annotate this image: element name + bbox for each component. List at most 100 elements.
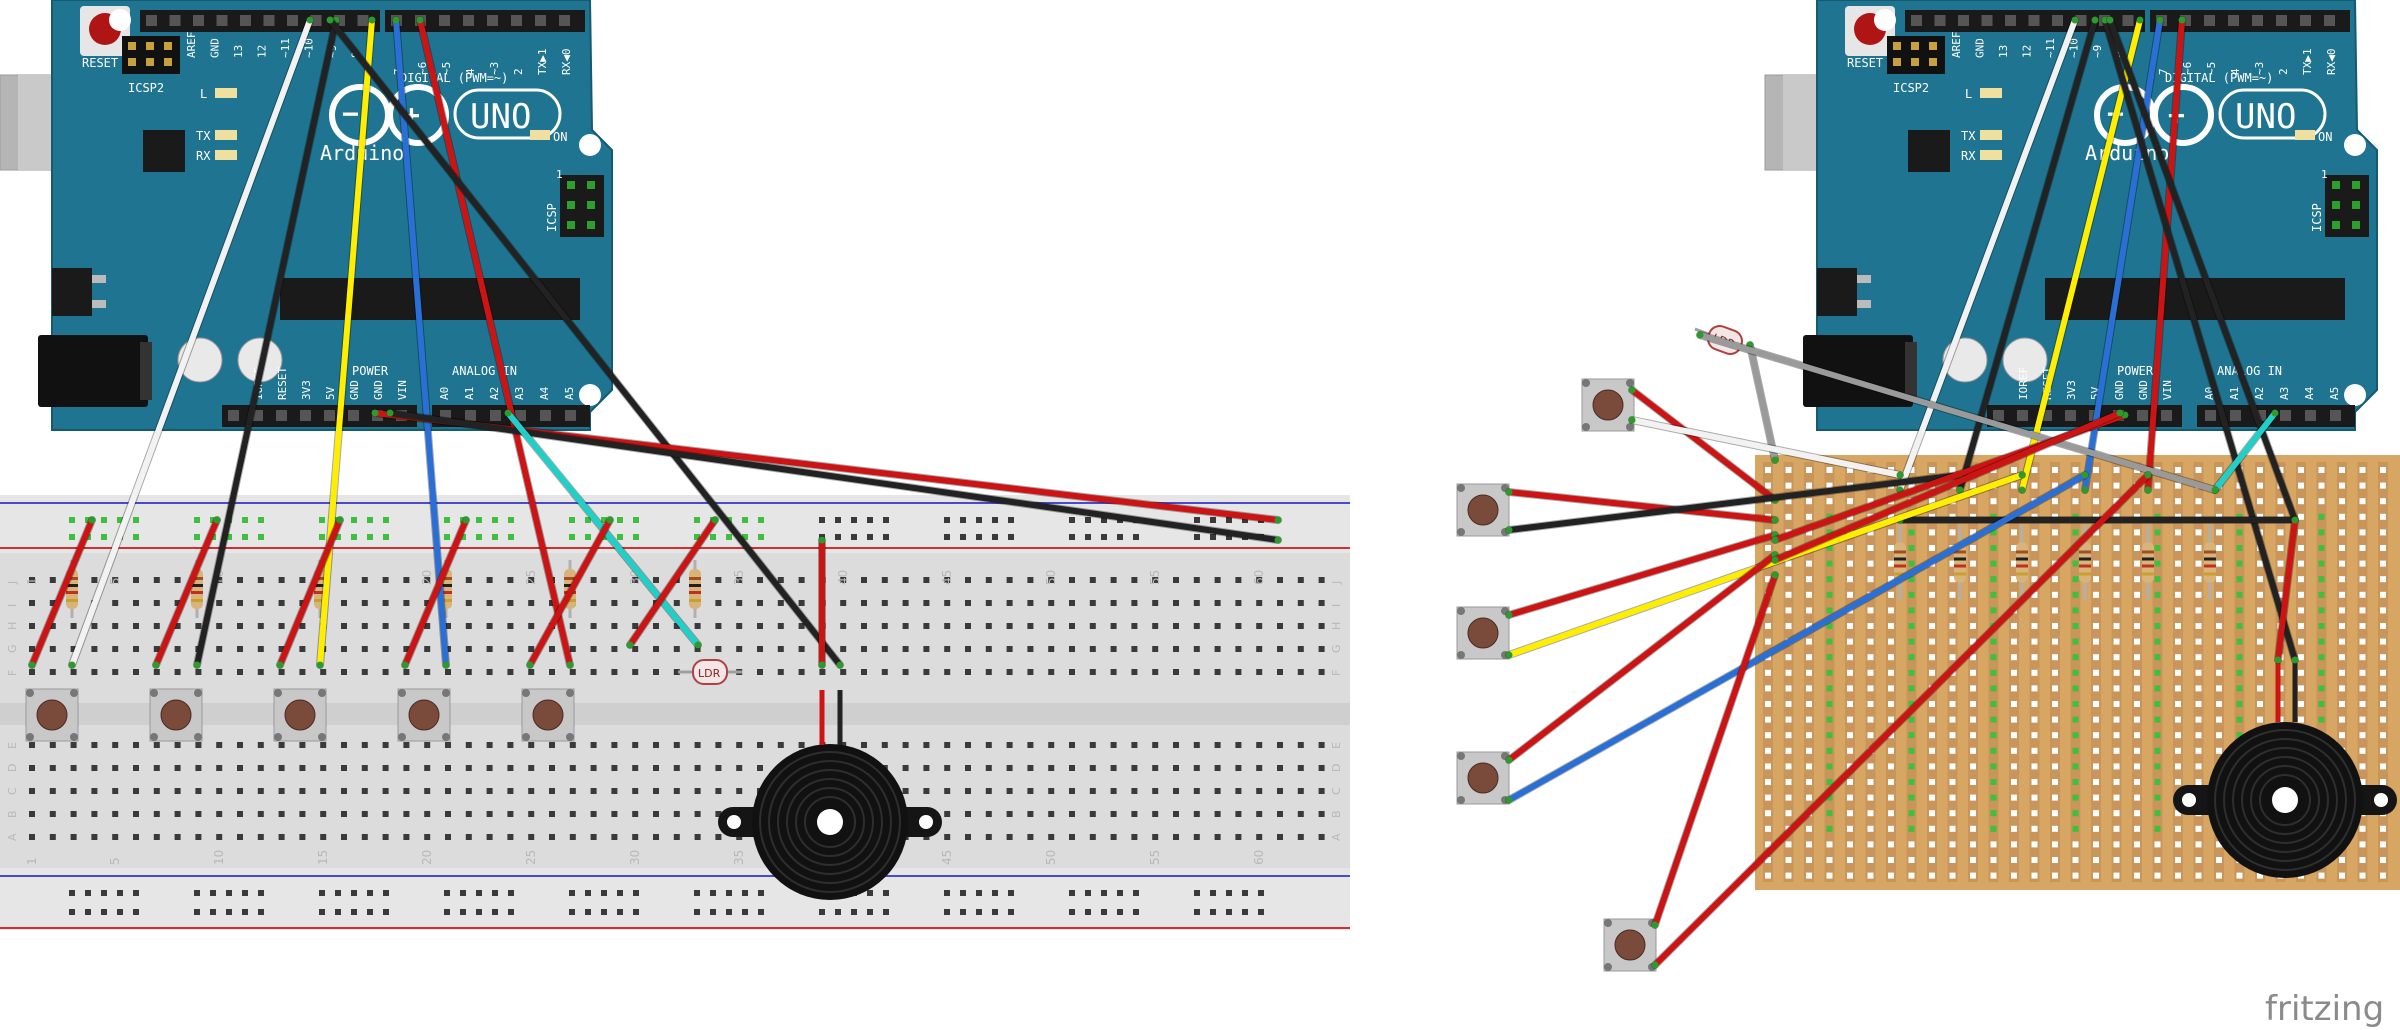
strip-hole bbox=[1785, 467, 1792, 473]
strip-hole bbox=[1847, 591, 1853, 598]
strip-hole bbox=[2011, 779, 2017, 785]
terminal-hole bbox=[1214, 834, 1221, 840]
terminal-hole bbox=[840, 577, 847, 583]
terminal-hole bbox=[590, 646, 597, 652]
btn-wire-red-5-end bbox=[1651, 921, 1659, 929]
resistor-band bbox=[191, 599, 203, 602]
strip-hole bbox=[1908, 810, 1915, 817]
led-l bbox=[215, 88, 237, 98]
strip-hole bbox=[1765, 482, 1771, 489]
terminal-hole bbox=[507, 600, 514, 606]
mounting-hole bbox=[109, 9, 131, 31]
strip-hole bbox=[1806, 794, 1812, 801]
wire-cyan-end bbox=[694, 641, 702, 649]
strip-hole bbox=[1785, 591, 1792, 598]
strip-hole bbox=[2134, 576, 2140, 583]
terminal-hole bbox=[29, 623, 35, 629]
strip-hole bbox=[2380, 872, 2386, 879]
terminal-hole bbox=[653, 811, 659, 817]
terminal-hole bbox=[694, 834, 701, 840]
strip-hole bbox=[1908, 607, 1915, 614]
strip-hole bbox=[1765, 607, 1771, 614]
strip-hole bbox=[1826, 794, 1833, 801]
strip-hole bbox=[2175, 654, 2181, 661]
terminal-hole bbox=[1297, 811, 1304, 817]
strip-hole bbox=[2236, 732, 2243, 739]
btn-wire-yellow-end bbox=[2018, 471, 2026, 479]
resistor-band bbox=[314, 584, 326, 587]
terminal-hole bbox=[590, 669, 597, 675]
rail-hole bbox=[1194, 517, 1200, 523]
terminal-hole bbox=[715, 765, 722, 771]
terminal-hole bbox=[1027, 600, 1034, 606]
resistor-band bbox=[2079, 550, 2091, 554]
strip-hole bbox=[1765, 841, 1771, 848]
strip-hole bbox=[2154, 841, 2161, 848]
terminal-hole bbox=[1152, 646, 1159, 652]
strip-hole bbox=[1888, 732, 1894, 739]
wire-black-right-3-end bbox=[2106, 16, 2114, 24]
strip-hole bbox=[2236, 623, 2243, 629]
strip-hole bbox=[1765, 857, 1771, 863]
terminal-hole bbox=[486, 811, 493, 817]
terminal-hole bbox=[153, 600, 160, 606]
column-number: 5 bbox=[108, 857, 122, 865]
btn-wire-red-2 bbox=[1506, 489, 1778, 523]
terminal-hole bbox=[965, 600, 971, 606]
buzzer-ring bbox=[786, 778, 874, 866]
strip-hole bbox=[2277, 513, 2284, 520]
strip-hole bbox=[2052, 654, 2058, 661]
rail-hole bbox=[258, 890, 264, 896]
terminal-hole bbox=[278, 669, 285, 675]
strip-hole bbox=[2359, 560, 2366, 567]
terminal-hole bbox=[1256, 788, 1263, 794]
terminal-hole bbox=[673, 646, 680, 652]
analog-pin-label: A3 bbox=[2278, 387, 2291, 400]
digital-pin-label: ~3 bbox=[2253, 62, 2266, 75]
strip-hole bbox=[2339, 716, 2345, 723]
terminal-hole bbox=[174, 669, 181, 675]
jumper-red-3 bbox=[277, 517, 343, 668]
strip-hole bbox=[2052, 701, 2058, 707]
strip-hole bbox=[1970, 810, 1976, 817]
rail-hole bbox=[883, 890, 889, 896]
analog-pin-label: A5 bbox=[2328, 387, 2341, 400]
strip-hole bbox=[2257, 591, 2263, 598]
strip-hole bbox=[2113, 747, 2120, 754]
terminal-hole bbox=[632, 742, 639, 748]
buzzer-ring bbox=[2259, 774, 2311, 826]
led-l-label: L bbox=[1965, 87, 1972, 101]
terminal-hole bbox=[1214, 577, 1221, 583]
header-socket bbox=[2161, 410, 2172, 421]
strip-hole bbox=[2093, 857, 2099, 863]
strip-hole bbox=[1929, 467, 1935, 473]
resistor-band bbox=[2016, 564, 2028, 568]
rail-hole bbox=[1210, 534, 1216, 540]
terminal-hole bbox=[902, 669, 909, 675]
wire-red-5v-end bbox=[371, 409, 379, 417]
strip-hole bbox=[2031, 763, 2038, 770]
atmega-chip bbox=[280, 278, 580, 320]
terminal-hole bbox=[112, 577, 119, 583]
terminal-hole bbox=[715, 600, 722, 606]
terminal-hole bbox=[694, 811, 701, 817]
terminal-hole bbox=[1193, 788, 1200, 794]
strip-hole bbox=[2093, 498, 2099, 505]
terminal-hole bbox=[736, 646, 743, 652]
strip-hole bbox=[2011, 794, 2017, 801]
terminal-hole bbox=[965, 669, 971, 675]
strip-hole bbox=[2072, 638, 2079, 645]
terminal-hole bbox=[798, 577, 805, 583]
strip-hole bbox=[2380, 763, 2386, 770]
resistor-band bbox=[66, 591, 78, 594]
rail-hole bbox=[194, 909, 200, 915]
strip-hole bbox=[2318, 669, 2325, 676]
strip-hole bbox=[2093, 529, 2099, 536]
terminal-hole bbox=[1069, 600, 1075, 606]
strip-hole bbox=[2318, 591, 2325, 598]
terminal-hole bbox=[923, 669, 930, 675]
strip-hole bbox=[1785, 779, 1792, 785]
terminal-hole bbox=[174, 765, 181, 771]
terminal-hole bbox=[1027, 811, 1034, 817]
